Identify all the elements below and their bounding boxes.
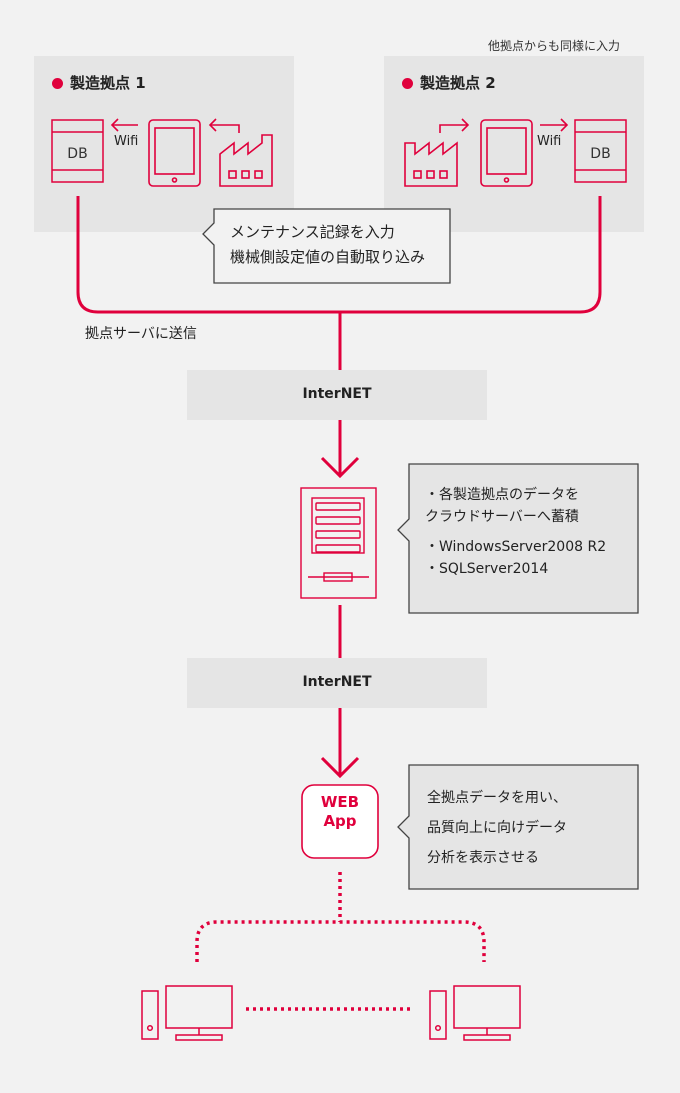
input-bubble-line2: 機械側設定値の自動取り込み bbox=[230, 248, 426, 266]
site2-arrow-to-tablet bbox=[439, 118, 470, 133]
site1-wifi-label: Wifi bbox=[114, 134, 139, 149]
site1-title-text: 製造拠点 1 bbox=[70, 74, 146, 92]
app-info-text: 全拠点データを用い、 品質向上に向けデータ 分析を表示させる bbox=[427, 783, 567, 873]
web-app-line1: WEB bbox=[320, 793, 360, 811]
site2-wifi-label: Wifi bbox=[537, 134, 562, 149]
send-to-server-label: 拠点サーバに送信 bbox=[85, 326, 197, 342]
server-info-bubble bbox=[397, 463, 639, 614]
site1-marker-dot bbox=[52, 78, 63, 89]
client-pc-icon-2 bbox=[429, 985, 521, 1041]
client-pc-icon-1 bbox=[141, 985, 233, 1041]
server-info-text: ・各製造拠点のデータを クラウドサーバーへ蓄積 ・WindowsServer20… bbox=[425, 484, 606, 580]
input-bubble-line1: メンテナンス記録を入力 bbox=[230, 223, 395, 241]
site1-title: 製造拠点 1 bbox=[52, 72, 146, 93]
site1-arrow-from-factory bbox=[208, 118, 240, 133]
web-app-line2: App bbox=[323, 812, 357, 830]
server-info-line2: クラウドサーバーへ蓄積 bbox=[425, 509, 579, 525]
app-info-line2: 品質向上に向けデータ bbox=[427, 820, 567, 836]
site1-db-label: DB bbox=[67, 146, 88, 162]
input-bubble-text: メンテナンス記録を入力 機械側設定値の自動取り込み bbox=[230, 220, 425, 270]
app-info-bubble bbox=[397, 764, 639, 890]
internet1-band bbox=[187, 370, 487, 420]
internet1-label: InterNET bbox=[302, 386, 372, 402]
site2-arrow-to-db bbox=[540, 118, 569, 132]
cloud-server-icon bbox=[300, 487, 377, 599]
site1-arrow-to-db bbox=[110, 118, 138, 132]
web-app-label: WEB App bbox=[302, 793, 378, 831]
note-other-sites: 他拠点からも同様に入力 bbox=[488, 39, 621, 53]
client-network-dotted bbox=[195, 872, 486, 962]
arrow-to-server-head bbox=[320, 456, 360, 479]
site2-db-icon bbox=[574, 119, 627, 183]
web-app-box bbox=[301, 784, 379, 859]
site2-tablet-icon bbox=[480, 119, 533, 187]
server-info-line4: ・SQLServer2014 bbox=[425, 561, 549, 577]
site2-title: 製造拠点 2 bbox=[402, 72, 496, 93]
app-info-line3: 分析を表示させる bbox=[427, 850, 539, 866]
arrow-to-app-head bbox=[320, 756, 360, 779]
site2-marker-dot bbox=[402, 78, 413, 89]
site1-db-icon bbox=[51, 119, 104, 183]
site2-title-text: 製造拠点 2 bbox=[420, 74, 496, 92]
app-info-line1: 全拠点データを用い、 bbox=[427, 790, 567, 806]
server-info-line1: ・各製造拠点のデータを bbox=[425, 487, 579, 503]
internet2-band bbox=[187, 658, 487, 708]
input-bubble bbox=[202, 208, 451, 284]
site2-factory-icon bbox=[404, 141, 458, 187]
site1-tablet-icon bbox=[148, 119, 201, 187]
server-info-line3: ・WindowsServer2008 R2 bbox=[425, 539, 607, 555]
site1-factory-icon bbox=[219, 134, 273, 187]
site2-db-label: DB bbox=[590, 146, 611, 162]
internet2-label: InterNET bbox=[302, 674, 372, 690]
